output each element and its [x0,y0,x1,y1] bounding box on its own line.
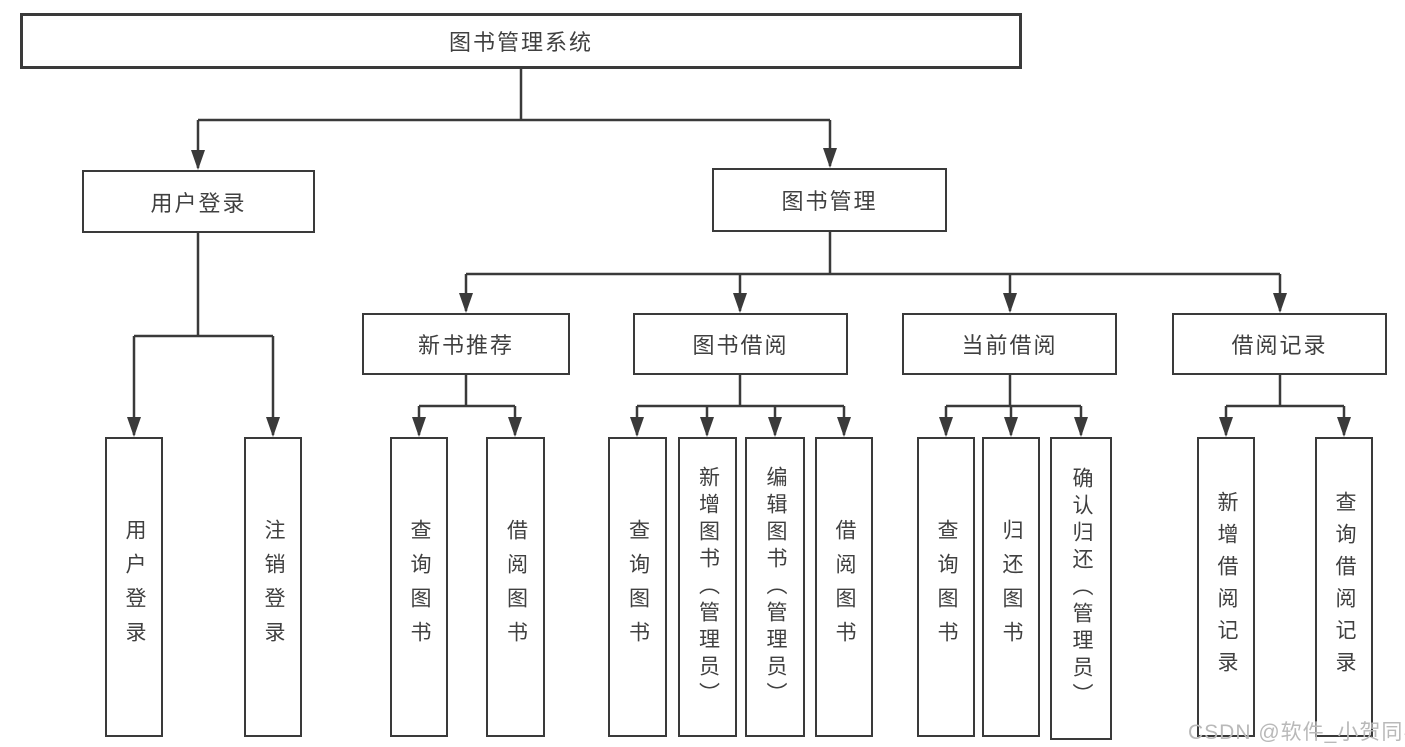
leaf-edit-book-label: 编辑图书（管理员） [764,465,787,709]
leaf-query-book-1-label: 查询图书 [408,519,431,655]
leaf-add-record-label: 新增借阅记录 [1215,491,1238,683]
node-root-label: 图书管理系统 [448,30,593,55]
leaf-confirm-return-label: 确认归还（管理员） [1070,467,1093,710]
node-user-login-branch: 用户登录 [82,170,315,233]
node-book-borrow-label: 图书借阅 [692,333,789,358]
csdn-watermark: CSDN @软件_小贺同学 [1188,721,1405,744]
leaf-user-login: 用户登录 [105,437,163,737]
leaf-borrow-book-2: 借阅图书 [815,437,873,737]
node-book-borrow: 图书借阅 [633,313,848,375]
leaf-query-book-1: 查询图书 [390,437,448,737]
leaf-query-record: 查询借阅记录 [1315,437,1373,737]
leaf-query-book-2: 查询图书 [608,437,667,737]
leaf-logout: 注销登录 [244,437,302,737]
leaf-query-book-3: 查询图书 [917,437,975,737]
leaf-logout-label: 注销登录 [262,519,285,655]
node-root: 图书管理系统 [20,13,1022,69]
leaf-edit-book: 编辑图书（管理员） [745,437,805,737]
arrowheads [127,148,1351,437]
leaf-borrow-book-1-label: 借阅图书 [504,519,528,655]
node-book-mgmt-branch-label: 图书管理 [781,189,878,214]
leaf-return-book: 归还图书 [982,437,1040,737]
leaf-query-book-2-label: 查询图书 [626,519,650,655]
node-borrow-record-label: 借阅记录 [1231,333,1328,358]
leaf-borrow-book-1: 借阅图书 [486,437,545,737]
leaf-query-record-label: 查询借阅记录 [1333,491,1356,683]
leaf-confirm-return: 确认归还（管理员） [1050,437,1112,740]
leaf-user-login-label: 用户登录 [123,519,146,655]
leaf-return-book-label: 归还图书 [1000,519,1023,655]
node-borrow-record: 借阅记录 [1172,313,1387,375]
leaf-add-book-label: 新增图书（管理员） [696,465,720,709]
leaf-query-book-3-label: 查询图书 [935,519,958,655]
node-current-borrow-label: 当前借阅 [961,333,1058,358]
leaf-add-record: 新增借阅记录 [1197,437,1255,737]
leaf-borrow-book-2-label: 借阅图书 [833,519,856,655]
node-user-login-branch-label: 用户登录 [150,190,247,216]
leaf-add-book: 新增图书（管理员） [678,437,737,737]
node-current-borrow: 当前借阅 [902,313,1117,375]
node-new-book-rec: 新书推荐 [362,313,570,375]
node-new-book-rec-label: 新书推荐 [417,333,514,358]
node-book-mgmt-branch: 图书管理 [712,168,947,232]
